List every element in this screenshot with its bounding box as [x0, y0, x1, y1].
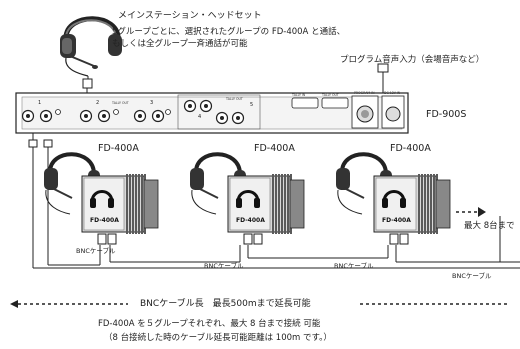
bnc-connector-icon — [183, 99, 197, 113]
tally-led-icon — [113, 109, 119, 115]
fd400a-unit: FD-400A — [336, 152, 451, 245]
bnc-connector-icon — [107, 233, 117, 245]
bnc-cable-label-3: BNCケーブル — [334, 262, 374, 270]
bnc-connector-icon — [231, 111, 245, 125]
max-units-label: 最大 8台まで — [464, 221, 515, 231]
bnc-cable-label-4: BNCケーブル — [452, 272, 492, 280]
fd400a-label-2: FD-400A — [254, 143, 295, 154]
group-number-label: 1 — [38, 100, 41, 106]
bnc-connector-icon — [389, 233, 399, 245]
tally-out-block — [177, 94, 349, 130]
bnc-connector-icon — [97, 109, 111, 123]
fd900s-label: FD-900S — [426, 109, 467, 120]
bnc-connector-icon — [215, 111, 229, 125]
bnc-connector-icon — [97, 233, 107, 245]
panel-caption: PROGRAM IN — [354, 91, 375, 95]
bnc-connector-icon — [243, 233, 253, 245]
headset-logo-icon — [236, 190, 260, 208]
bnc-connector-icon — [151, 109, 165, 123]
bnc-connector-icon — [133, 109, 147, 123]
fd400a-label-1: FD-400A — [98, 143, 139, 154]
fd400a-unit: FD-400A — [44, 152, 159, 245]
fd400a-panel-label: FD-400A — [90, 217, 119, 224]
panel-caption: TALLY IN — [291, 93, 306, 97]
bnc-connector-icon — [39, 109, 53, 123]
program-audio-label: プログラム音声入力（会場音声など） — [340, 55, 485, 65]
fd400a-label-3: FD-400A — [390, 143, 431, 154]
more-units-arrow — [456, 207, 486, 217]
main-headset-label: メインステーション・ヘッドセット — [118, 11, 262, 21]
main-headset-icon — [60, 16, 122, 77]
bnc-cable-lines — [28, 133, 520, 269]
group-number-label: 5 — [250, 102, 253, 108]
bnc-connector-icon — [199, 99, 213, 113]
group-call-line2: もしくは全グループ一斉通話が可能 — [112, 39, 248, 49]
headset-logo-icon — [382, 190, 406, 208]
distance-note: （8 台接続した時のケーブル延長可能距離は 100m です。） — [104, 333, 332, 343]
bnc-cable-label-1: BNCケーブル — [76, 247, 116, 255]
program-in-connector-icon — [351, 95, 379, 129]
group-number-label: 2 — [96, 100, 99, 106]
bnc-connector-icon — [253, 233, 263, 245]
headset-logo-icon — [90, 190, 114, 208]
program-audio-connector-icon — [377, 63, 389, 73]
fd900s-unit — [15, 92, 409, 134]
bnc-connector-icon — [79, 109, 93, 123]
fd400a-panel-label: FD-400A — [382, 217, 411, 224]
fd400a-panel-label: FD-400A — [236, 217, 265, 224]
headset-connector-icon — [82, 78, 93, 89]
group-number-label: 3 — [150, 100, 153, 106]
tally-led-icon — [165, 109, 171, 115]
panel-caption: TALLY OUT — [321, 93, 339, 97]
cable-length-label: BNCケーブル長 最長500mまで延長可能 — [140, 299, 311, 309]
bnc-connector-icon — [21, 109, 35, 123]
bnc-connector-icon — [399, 233, 409, 245]
panel-caption: TALLY OUT — [225, 97, 243, 101]
tally-led-icon — [55, 109, 61, 115]
group-number-label: 4 — [198, 114, 201, 120]
group-call-line1: 5グループごとに、選択されたグループの FD-400A と通話、 — [112, 27, 346, 37]
bnc-cable-label-2: BNCケーブル — [204, 262, 244, 270]
fd900s-bnc-connectors: 1 2 3 4 5 TALLY OUT TALLY OUT TALLY IN TALLY OUT… — [21, 91, 401, 125]
dc-in-connector-icon — [381, 95, 405, 129]
cable-length-arrow — [10, 300, 510, 308]
fd400a-unit: FD-400A — [190, 152, 305, 245]
panel-caption: TALLY OUT — [111, 101, 129, 105]
fd400a-units: FD-400A FD-400A FD-400A — [44, 152, 451, 245]
connect-note: FD-400A を５グループそれぞれ、最大 8 台まで接続 可能 — [98, 319, 321, 329]
panel-caption: DC 12V IN — [384, 91, 401, 95]
